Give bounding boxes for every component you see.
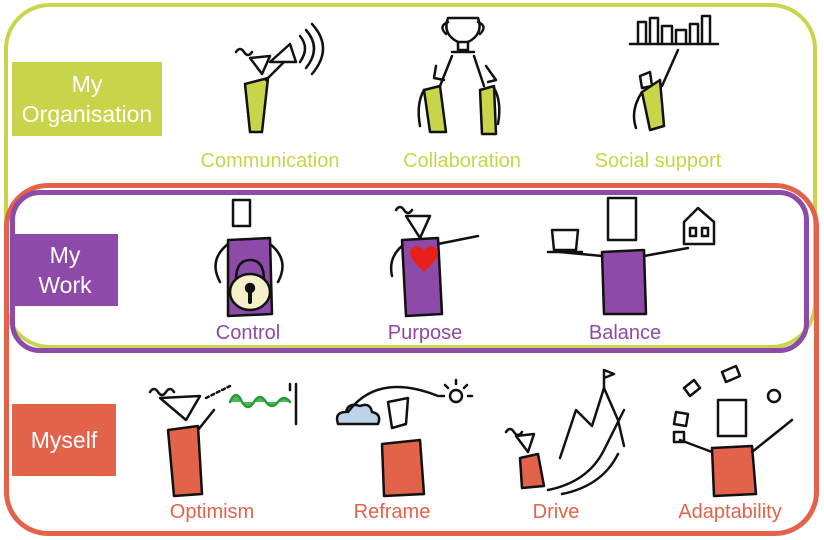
organisation-frame — [4, 3, 817, 349]
work-tag-line1: My — [49, 242, 81, 268]
megaphone-person-icon — [234, 22, 325, 134]
myself-frame — [4, 183, 819, 536]
drive-label: Drive — [532, 501, 580, 523]
collaboration-label: Collaboration — [403, 150, 521, 172]
adaptability-label: Adaptability — [678, 501, 782, 523]
purpose-label: Purpose — [387, 322, 463, 344]
myself-tag-text: Myself — [30, 427, 98, 453]
laptop-house-balance-icon — [546, 196, 716, 316]
tray-of-people-icon — [628, 14, 720, 132]
organisation-tag-line1: My — [71, 71, 103, 97]
communication-label: Communication — [200, 150, 340, 172]
mountain-path-icon — [504, 368, 626, 496]
reframe-label: Reframe — [353, 501, 431, 523]
work-tag-line2: Work — [38, 272, 92, 298]
balance-label: Balance — [588, 322, 662, 344]
heart-pointing-person-icon — [389, 205, 480, 318]
organisation-tag: My Organisation — [12, 62, 162, 136]
control-label: Control — [215, 322, 281, 344]
optimism-graph-icon — [148, 382, 298, 498]
juggling-objects-icon — [672, 364, 794, 498]
team-trophy-icon — [417, 16, 501, 136]
social-support-label: Social support — [594, 150, 722, 172]
work-tag: My Work — [12, 234, 118, 306]
optimism-label: Optimism — [169, 501, 255, 523]
myself-tag: Myself — [12, 404, 116, 476]
organisation-tag-line2: Organisation — [21, 101, 153, 127]
reframe-cloud-sun-icon — [335, 378, 474, 498]
padlock-person-icon — [214, 198, 284, 318]
